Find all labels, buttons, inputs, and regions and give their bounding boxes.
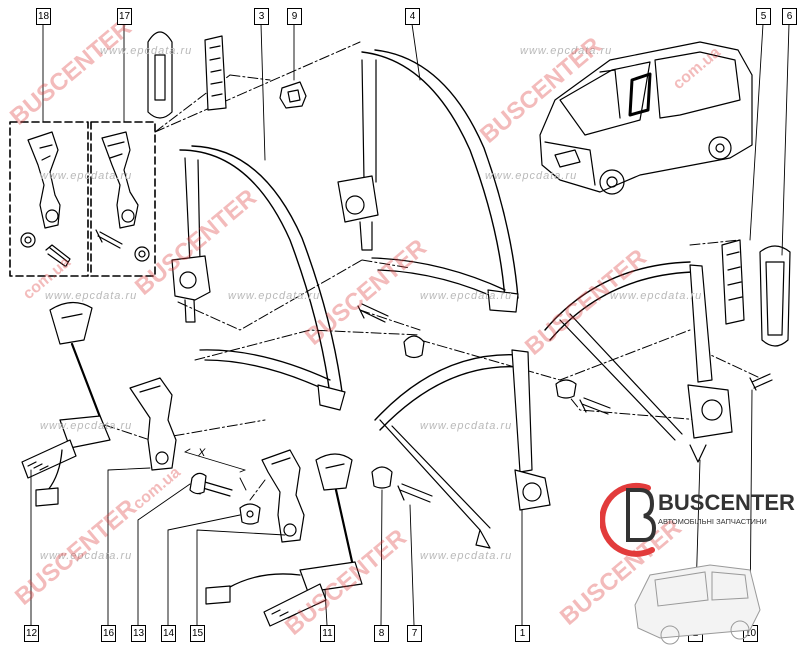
callout-17: 17	[117, 8, 132, 25]
callout-3: 3	[254, 8, 269, 25]
callout-5: 5	[756, 8, 771, 25]
part-9-clip	[279, 81, 307, 109]
logo-bus-illustration	[634, 564, 761, 645]
part-5-height-adjuster	[721, 239, 745, 325]
part-18-anchor-bracket	[20, 131, 71, 267]
leader-lines	[30, 23, 790, 626]
buscenter-logo: BUSCENTER АВТОМОБІЛЬНІ ЗАПЧАСТИНИ	[599, 470, 800, 656]
callout-12: 12	[24, 625, 39, 642]
part-2-front-seat-belt	[544, 261, 733, 463]
callout-15: 15	[190, 625, 205, 642]
callout-11: 11	[320, 625, 335, 642]
callout-6: 6	[782, 8, 797, 25]
callout-8: 8	[374, 625, 389, 642]
logo-mark	[599, 482, 761, 645]
callout-4: 4	[405, 8, 420, 25]
part-18-group-box	[9, 121, 89, 277]
callout-14: 14	[161, 625, 176, 642]
callout-9: 9	[287, 8, 302, 25]
part-3-rear-seat-belt	[171, 145, 346, 411]
vehicle-illustration	[539, 41, 753, 195]
logo-subtitle: АВТОМОБІЛЬНІ ЗАПЧАСТИНИ	[658, 517, 767, 526]
part-4-rear-seat-belt	[337, 49, 519, 313]
dimension-x	[184, 448, 247, 491]
callout-16: 16	[101, 625, 116, 642]
part-16-buckle-bracket	[129, 377, 177, 471]
part-14-nut	[239, 503, 261, 525]
part-15-buckle-bracket	[261, 449, 305, 543]
part-17-anchor-bracket	[95, 131, 150, 262]
callout-13: 13	[131, 625, 146, 642]
part-6-trim-cover	[759, 245, 791, 347]
part-1-front-seat-belt	[374, 349, 551, 549]
anchor-bolt-center	[357, 303, 425, 359]
assembly-lines	[104, 41, 761, 501]
part-11-buckle-assembly	[205, 453, 363, 627]
parts-7-8-fasteners	[371, 379, 611, 503]
callout-1: 1	[515, 625, 530, 642]
part-17-group-box	[90, 121, 156, 277]
part-10-screw	[749, 373, 773, 391]
callout-18: 18	[36, 8, 51, 25]
logo-name: BUSCENTER	[658, 490, 795, 515]
dimension-x-label: X	[197, 447, 206, 459]
part-13-bolt	[189, 472, 233, 497]
part-3-trim-cover	[147, 31, 227, 119]
part-12-buckle-assembly	[21, 301, 111, 507]
callout-7: 7	[407, 625, 422, 642]
